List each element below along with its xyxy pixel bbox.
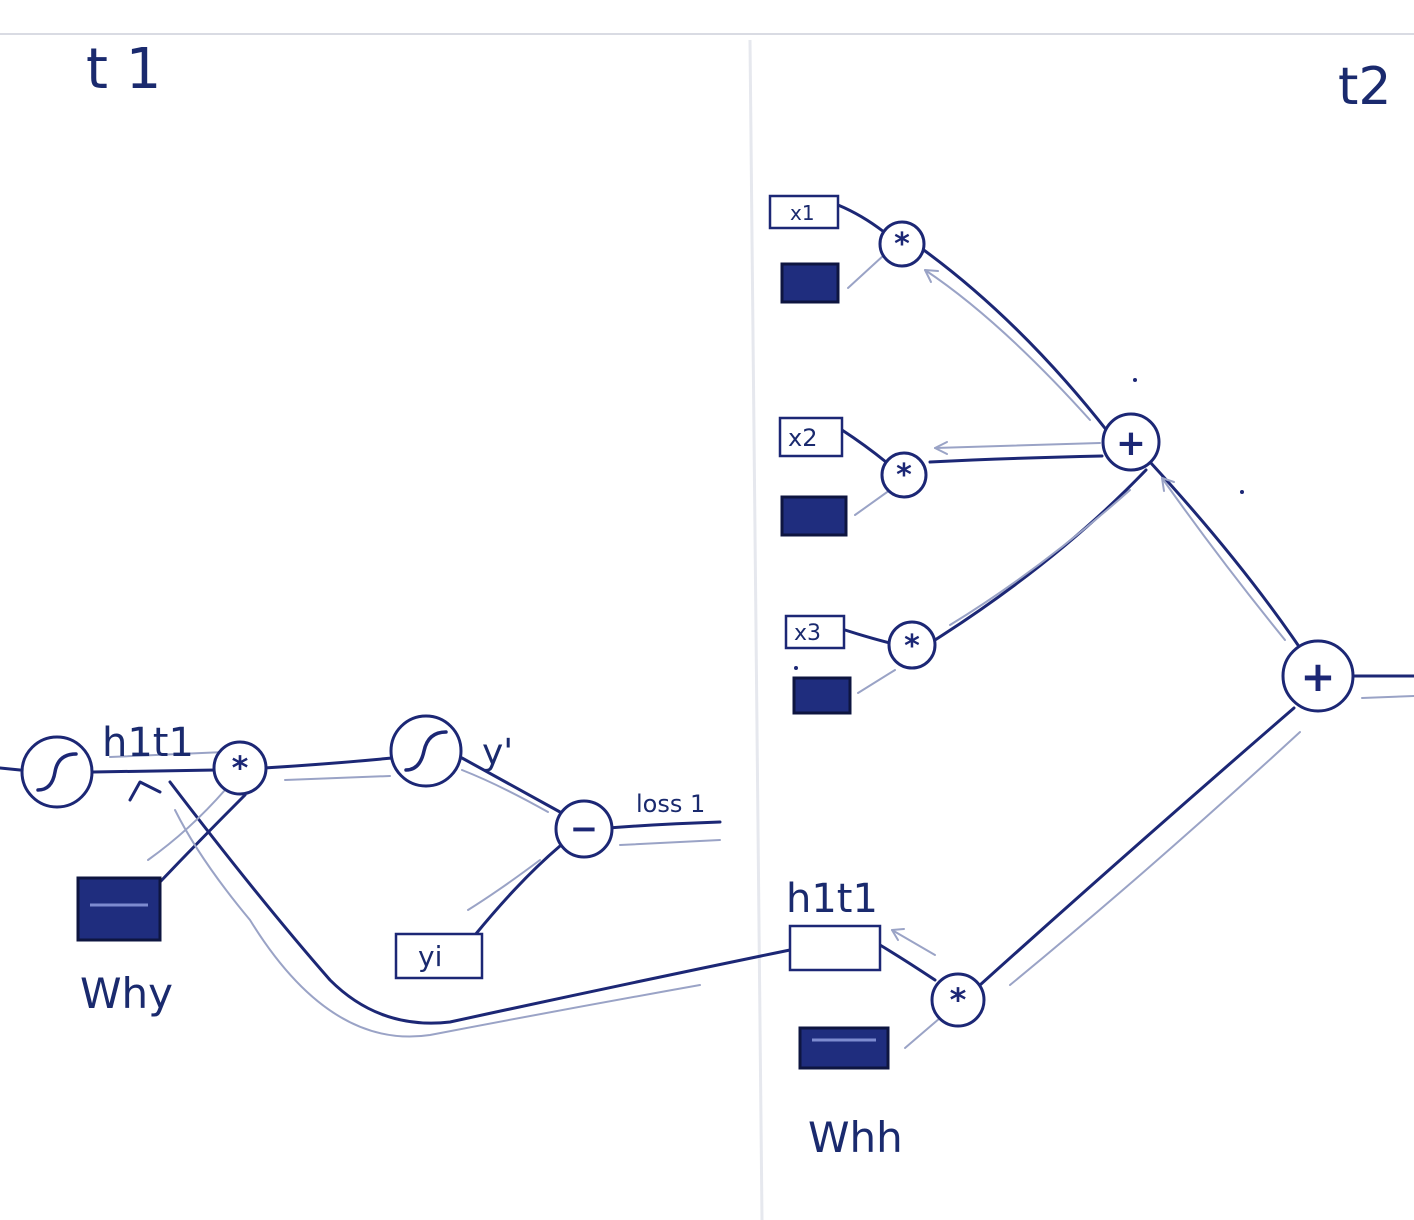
node-mul-4-circle: [930, 972, 986, 1028]
edge-sub-loss: [606, 820, 722, 830]
timestep-t1-label: t 1: [86, 37, 161, 102]
input-x2-box: [778, 416, 844, 458]
weight-matrix-x2: [780, 495, 848, 537]
node-mul-4: *: [930, 972, 986, 1028]
ink-dot: [1133, 378, 1137, 382]
edge-x1-mul1: [836, 203, 886, 234]
weight-matrix-whh: [798, 1026, 890, 1070]
node-add-1-circle: [1101, 412, 1161, 472]
node-mul-1: *: [878, 220, 926, 268]
node-mul-1-symbol: *: [894, 227, 910, 262]
input-x3-box: [784, 614, 846, 650]
ink-dot: [1240, 490, 1244, 494]
node-mul-2-circle: [880, 451, 928, 499]
page-fold-line: [748, 39, 764, 1220]
node-mul-5-symbol: *: [232, 749, 249, 787]
weight-matrix-x1: [780, 262, 840, 304]
node-mul-3-circle: [887, 620, 937, 670]
node-sigmoid-1: [20, 735, 94, 809]
prediction-y-prime-label: y': [482, 732, 513, 773]
node-mul-3-symbol: *: [904, 629, 920, 664]
edge-add1-mul3: [933, 468, 1148, 642]
node-mul-5: *: [212, 740, 268, 796]
node-add-2-symbol: +: [1300, 652, 1335, 701]
node-mul-4-symbol: *: [950, 981, 967, 1019]
edge-sig1-mul5: [91, 768, 218, 774]
input-x3: x3: [784, 614, 846, 650]
node-add-2-circle: [1281, 639, 1355, 713]
input-x1-label: x1: [790, 201, 815, 225]
weight-matrix-x3: [792, 676, 852, 715]
edge-add1-add2: [1148, 460, 1302, 650]
node-add-1-symbol: +: [1116, 423, 1146, 464]
node-add-2: +: [1281, 639, 1355, 713]
node-mul-2-symbol: *: [896, 458, 912, 493]
edge-add2-mul4: [978, 706, 1296, 987]
input-x2: x2: [778, 416, 844, 458]
node-sigmoid-2-curve: [404, 730, 448, 772]
input-x1-box: [768, 194, 840, 230]
arrowhead-h1: [128, 780, 162, 802]
weight-why-label: Why: [80, 969, 173, 1018]
edge-left-sig1: [0, 766, 22, 772]
hidden-state-h1t1-label: h1t1: [102, 720, 194, 766]
input-x2-label: x2: [788, 424, 817, 452]
hidden-state-h1t1-box-label: h1t1: [786, 876, 878, 922]
edge-x2-mul2: [840, 428, 888, 464]
edge-h1-long-curve: [168, 780, 792, 1025]
node-subtract: −: [554, 799, 614, 859]
edge-sub-yi: [473, 844, 562, 937]
target-yi-box: [394, 932, 484, 980]
node-sigmoid-1-circle: [20, 735, 94, 809]
node-sigmoid-2-circle: [389, 714, 463, 788]
target-yi-label: yi: [418, 940, 442, 973]
ink-dot: [794, 666, 798, 670]
forward-edges: [0, 203, 1414, 1025]
loss-1-label: loss 1: [636, 790, 705, 818]
edge-x3-mul3: [843, 628, 892, 645]
node-mul-3: *: [887, 620, 937, 670]
edge-sig2-sub: [460, 756, 562, 814]
weight-whh-label: Whh: [808, 1113, 903, 1162]
edge-mul1-add1: [919, 246, 1110, 434]
edge-mul5-sig2: [262, 756, 394, 770]
weight-matrix-why: [76, 876, 162, 942]
edge-mul5-why: [158, 793, 247, 884]
node-sigmoid-2: [389, 714, 463, 788]
node-sigmoid-1-curve: [36, 752, 78, 792]
input-x3-label: x3: [794, 621, 821, 646]
node-mul-1-circle: [878, 220, 926, 268]
edge-mul2-add1: [928, 454, 1104, 464]
hidden-state-h1t1-box: [788, 924, 882, 972]
input-x1: x1: [768, 194, 840, 230]
node-mul-5-circle: [212, 740, 268, 796]
gradient-arrows: [109, 254, 1414, 1049]
node-subtract-symbol: −: [570, 809, 599, 849]
node-mul-2: *: [880, 451, 928, 499]
node-add-1: +: [1101, 412, 1161, 472]
node-subtract-circle: [554, 799, 614, 859]
timestep-t2-label: t2: [1338, 57, 1391, 117]
edge-h1box-mul4: [878, 943, 937, 982]
